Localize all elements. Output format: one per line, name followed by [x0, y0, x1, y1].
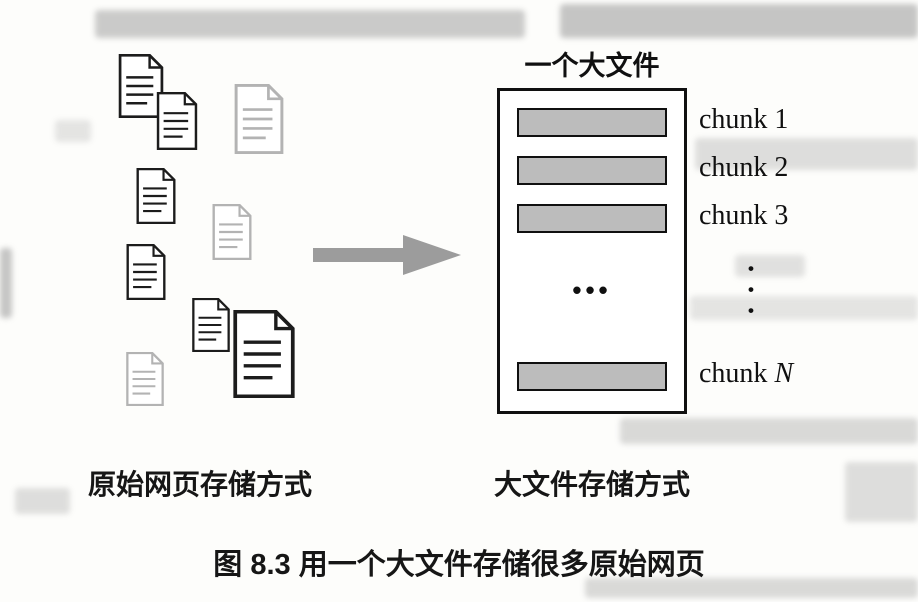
chunk-bar-n [517, 362, 667, 391]
right-group-label: 大文件存储方式 [493, 469, 690, 500]
scan-bleedthrough [735, 255, 805, 277]
scan-bleedthrough [560, 4, 918, 38]
scan-bleedthrough [690, 296, 918, 320]
chunk-label-3: chunk 3 [699, 200, 789, 231]
scan-bleedthrough [15, 488, 70, 514]
document-icon [154, 92, 200, 150]
chunk-n-letter: N [774, 358, 794, 389]
arrow-right-icon [313, 235, 461, 275]
big-file-title: 一个大文件 [524, 51, 660, 81]
left-group-label: 原始网页存储方式 [87, 469, 312, 500]
chunk-bar-1 [517, 108, 667, 137]
chunk-label-2: chunk 2 [699, 152, 789, 183]
horizontal-ellipsis: ••• [572, 275, 612, 305]
document-icon [232, 84, 286, 154]
scan-bleedthrough [55, 120, 91, 142]
chunk-label-1: chunk 1 [699, 104, 789, 135]
scan-bleedthrough [0, 248, 12, 318]
scan-bleedthrough [95, 10, 525, 38]
big-file-box: ••• [497, 88, 687, 414]
document-icon [210, 204, 254, 260]
chunk-bar-2 [517, 156, 667, 185]
chunk-bar-3 [517, 204, 667, 233]
figure-caption: 图 8.3 用一个大文件存储很多原始网页 [213, 549, 705, 581]
document-icon [124, 244, 168, 300]
document-icon [124, 352, 166, 406]
vertical-ellipsis: • • • [748, 259, 754, 320]
document-icon [230, 310, 298, 398]
document-icon [134, 168, 178, 224]
chunk-n-prefix: chunk [699, 358, 775, 389]
scan-bleedthrough [620, 418, 918, 444]
scan-bleedthrough [845, 462, 918, 522]
document-icon [190, 298, 232, 352]
chunk-label-n: chunk N [699, 358, 793, 390]
